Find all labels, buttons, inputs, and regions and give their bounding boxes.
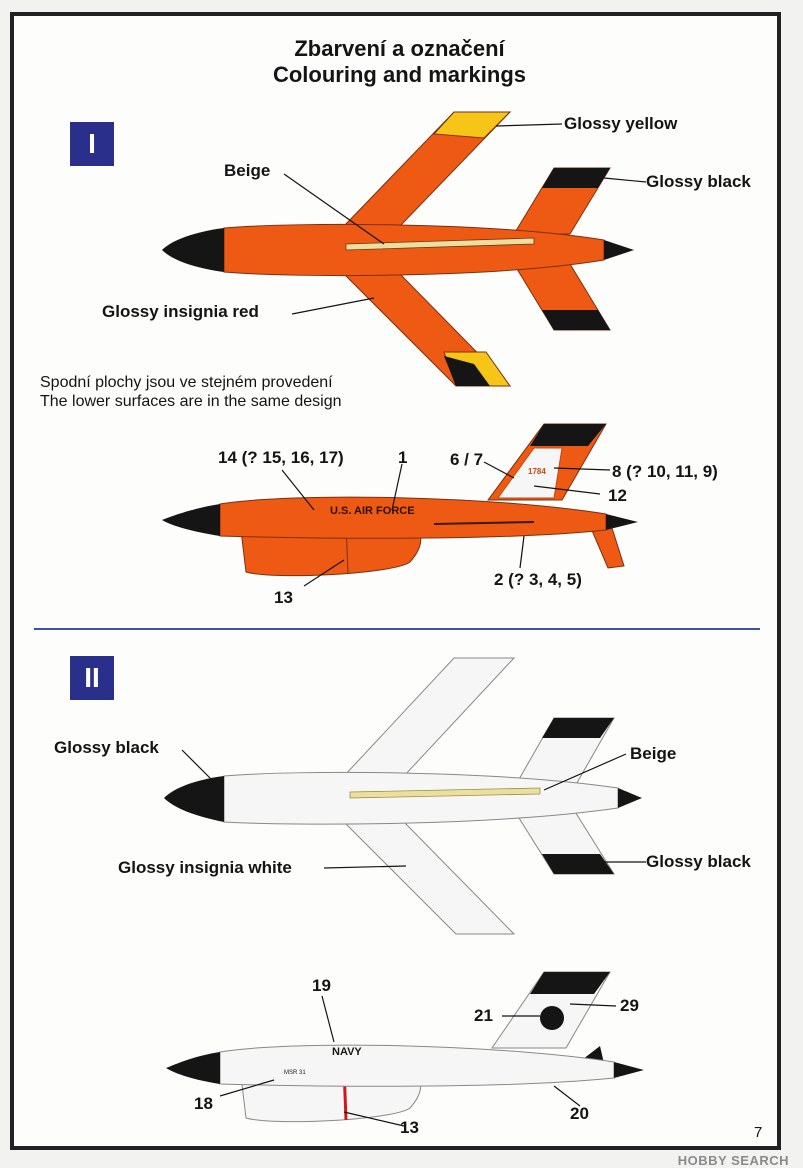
page-number: 7 (754, 1124, 763, 1141)
scheme-2-side-view (166, 971, 644, 1123)
decal-msr: MSR 31 (284, 1070, 306, 1076)
leader-lines (181, 123, 647, 1127)
callout-2: 2 (? 3, 4, 5) (494, 570, 582, 589)
scheme-1-top-view (162, 111, 634, 387)
decal-us-air-force: U.S. AIR FORCE (330, 505, 415, 517)
callout-13-scheme-2: 13 (400, 1118, 419, 1137)
callout-18: 18 (194, 1094, 213, 1113)
label-beige-2: Beige (630, 744, 677, 763)
scheme-1-side-view (162, 423, 638, 577)
label-glossy-black-1: Glossy black (646, 172, 751, 191)
callout-19: 19 (312, 976, 331, 995)
label-beige-1: Beige (224, 161, 271, 180)
decal-navy: NAVY (332, 1046, 362, 1058)
callout-29: 29 (620, 996, 639, 1015)
title-czech: Zbarvení a označení (294, 36, 505, 61)
scheme-badge-1: I (70, 122, 114, 166)
callout-8: 8 (? 10, 11, 9) (612, 462, 718, 481)
label-glossy-insignia-white: Glossy insignia white (118, 858, 292, 877)
note-english: The lower surfaces are in the same desig… (40, 393, 342, 410)
callout-1: 1 (398, 448, 408, 467)
callout-21: 21 (474, 1006, 493, 1025)
label-glossy-yellow: Glossy yellow (564, 114, 678, 133)
label-glossy-insignia-red: Glossy insignia red (102, 302, 259, 321)
callout-14: 14 (? 15, 16, 17) (218, 448, 344, 467)
label-glossy-black-tail: Glossy black (646, 852, 751, 871)
decal-tail-number: 1784 (528, 467, 546, 476)
callout-20: 20 (570, 1104, 589, 1123)
note-czech: Spodní plochy jsou ve stejném provedení (40, 374, 333, 391)
callout-6-7: 6 / 7 (450, 450, 484, 469)
watermark: HOBBY SEARCH (677, 1153, 789, 1168)
scheme-2-top-view (164, 657, 642, 935)
callout-13-scheme-1: 13 (274, 588, 293, 607)
title-english: Colouring and markings (272, 62, 527, 87)
label-glossy-black-nose: Glossy black (54, 738, 159, 757)
scheme-badge-2: II (70, 656, 114, 700)
aircraft-drawings (34, 111, 760, 1127)
instruction-page: Zbarvení a označení Colouring and markin… (10, 12, 781, 1150)
callout-12: 12 (608, 486, 627, 505)
